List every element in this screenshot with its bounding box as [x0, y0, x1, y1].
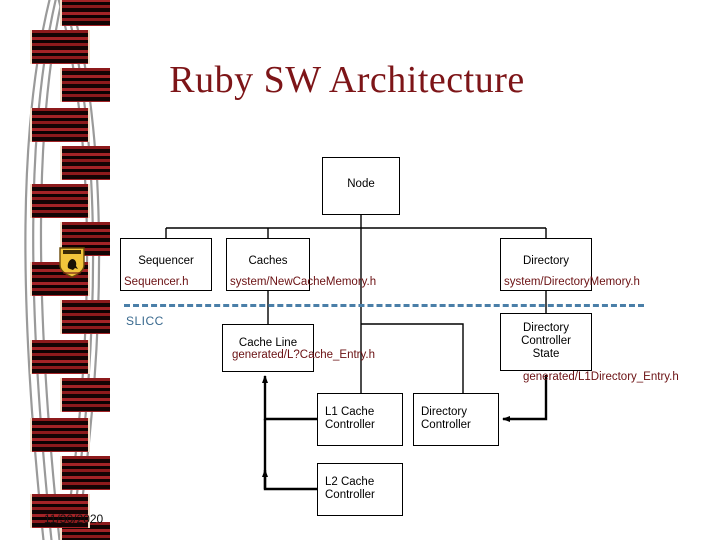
deco-block [60, 0, 110, 26]
deco-block [60, 378, 110, 412]
box-l2-cache-controller-label: L2 Cache Controller [325, 476, 375, 501]
deco-block [30, 418, 90, 452]
box-sequencer-label: Sequencer [138, 255, 194, 267]
box-directory[interactable]: Directory [500, 238, 592, 291]
box-directory-label: Directory [522, 255, 569, 267]
deco-block [30, 340, 90, 374]
box-caches[interactable]: Caches [226, 238, 310, 291]
deco-block [30, 108, 90, 142]
arrow-l1-to-cacheline [262, 375, 317, 421]
box-node[interactable]: Node [322, 157, 400, 215]
box-sequencer[interactable]: Sequencer [120, 238, 212, 291]
shield-horse-emblem-icon [59, 247, 85, 278]
box-node-label: Node [347, 178, 375, 190]
deco-block [60, 146, 110, 180]
path-label-sequencer: Sequencer.h [124, 276, 189, 288]
box-caches-label: Caches [248, 255, 288, 267]
slicc-divider-line [124, 304, 644, 307]
path-label-cache-line: generated/L?Cache_Entry.h [232, 349, 375, 361]
box-l1-cache-controller-label: L1 Cache Controller [325, 406, 375, 431]
deco-block [60, 300, 110, 334]
box-directory-controller-state-label: Directory Controller State [521, 322, 571, 360]
arrow-dcstate-to-directory-ctrl [502, 375, 548, 422]
box-cache-line[interactable]: Cache Line [222, 324, 314, 372]
box-cache-line-label: Cache Line [238, 337, 298, 349]
path-label-directory-controller-state: generated/L1Directory_Entry.h [523, 371, 679, 383]
arrow-l2-to-riser [262, 469, 317, 491]
box-l1-cache-controller[interactable]: L1 Cache Controller [317, 393, 403, 446]
path-label-directory: system/DirectoryMemory.h [504, 276, 640, 288]
decorative-left-border [0, 0, 110, 540]
edge-bus-to-directory-ctrl [361, 323, 464, 393]
deco-block [30, 494, 90, 528]
slicc-label: SLICC [126, 314, 164, 328]
box-l2-cache-controller[interactable]: L2 Cache Controller [317, 463, 403, 516]
slide-date: 11/30/2020 [44, 512, 104, 526]
box-directory-controller-label: Directory Controller [421, 406, 471, 431]
box-directory-controller-state[interactable]: Directory Controller State [500, 313, 592, 371]
path-label-caches: system/NewCacheMemory.h [230, 276, 377, 288]
box-directory-controller[interactable]: Directory Controller [413, 393, 499, 446]
deco-block [30, 30, 90, 64]
slide-title: Ruby SW Architecture [169, 59, 525, 101]
deco-block [60, 68, 110, 102]
deco-block [30, 184, 90, 218]
deco-block [60, 456, 110, 490]
